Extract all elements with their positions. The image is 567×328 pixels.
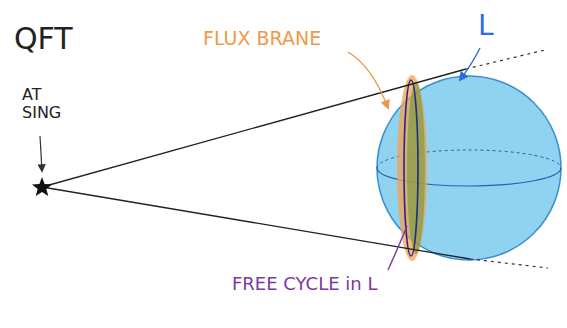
leader-line <box>388 226 407 270</box>
cone-line <box>42 69 466 187</box>
free-cycle-label: FREE CYCLE in L <box>232 274 377 295</box>
flux-brane-label: FLUX BRANE <box>203 28 321 50</box>
cone-extension <box>470 259 548 268</box>
qft-label: QFT <box>14 22 73 57</box>
leader-line <box>40 136 42 171</box>
flux-brane <box>397 75 427 261</box>
leader-line <box>348 52 388 108</box>
singularity-label: AT SING <box>22 86 72 123</box>
cone-line <box>42 187 470 259</box>
singularity-star <box>32 177 52 196</box>
leader-line <box>460 48 480 80</box>
space-label: L <box>478 10 494 42</box>
